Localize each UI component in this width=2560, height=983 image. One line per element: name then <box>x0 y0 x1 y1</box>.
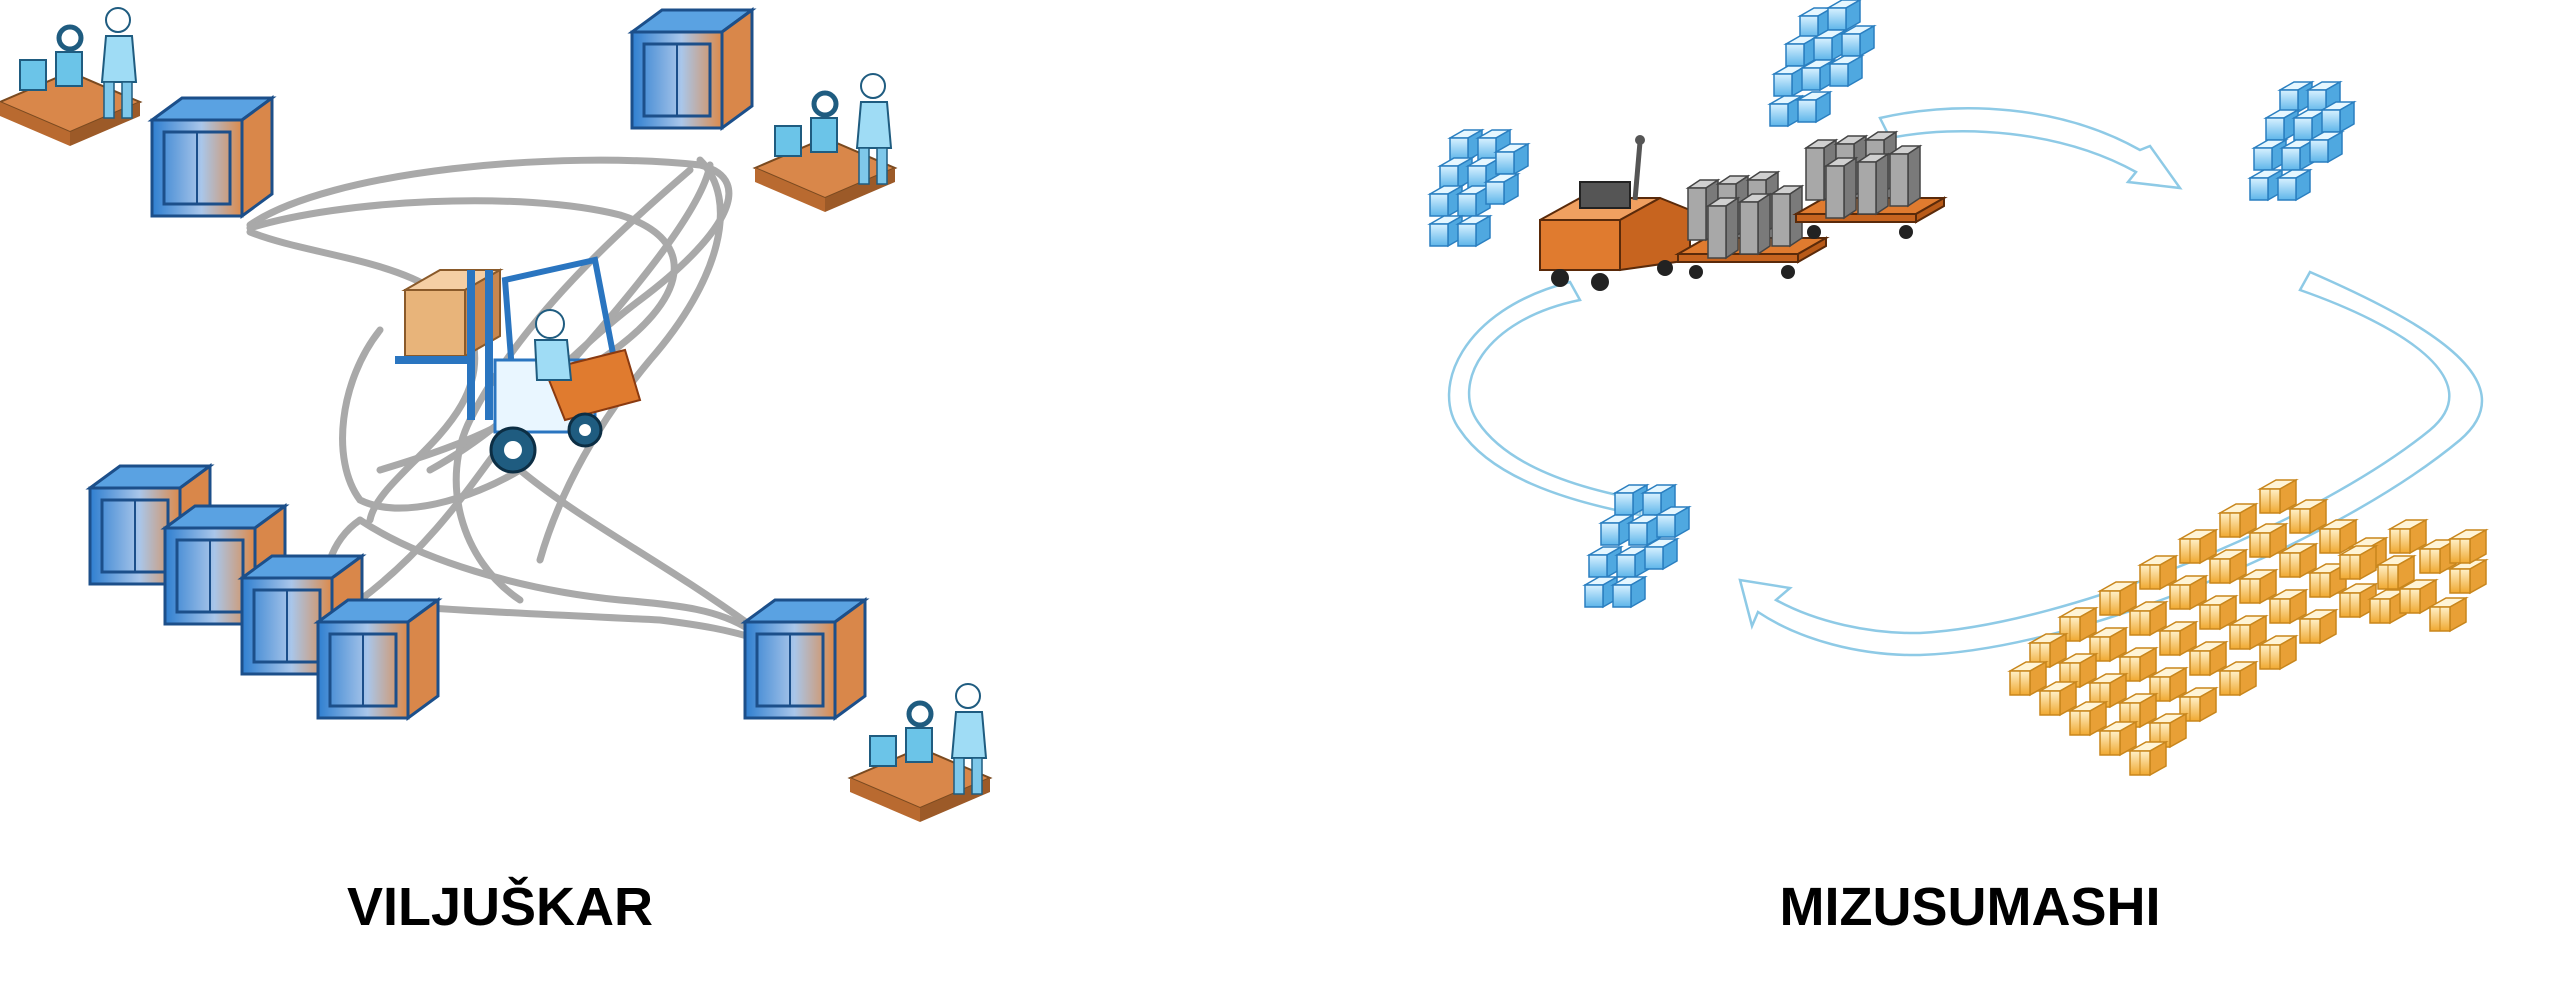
machine-cabinet-icon <box>743 598 867 720</box>
machine-cabinet-icon <box>150 96 274 218</box>
blue-cube-stack-icon <box>2249 81 2355 201</box>
worker-at-station-icon <box>755 74 895 212</box>
caption-mizusumashi: MIZUSUMASHI <box>1779 877 2161 937</box>
tugger-train-icon <box>1539 131 1948 291</box>
machine-cabinet-icon <box>630 8 754 130</box>
right-panel-diagram <box>1429 0 2487 776</box>
worker-at-station-icon <box>0 8 140 146</box>
orange-box-pile-icon <box>2009 479 2487 776</box>
loop-arrow-bottom <box>1738 270 2484 657</box>
loop-arrow-top <box>1878 107 2183 190</box>
loop-arrow-left <box>1447 280 1644 517</box>
worker-at-station-icon <box>850 684 990 822</box>
machine-row <box>88 464 440 720</box>
blue-cube-stack-icon <box>1769 0 1875 127</box>
left-panel-diagram <box>0 8 990 822</box>
machine-cabinet-icon <box>316 598 440 720</box>
blue-cube-stack-icon <box>1429 129 1529 247</box>
forklift-icon <box>395 256 642 474</box>
caption-forklift: VILJUŠKAR <box>346 877 654 937</box>
